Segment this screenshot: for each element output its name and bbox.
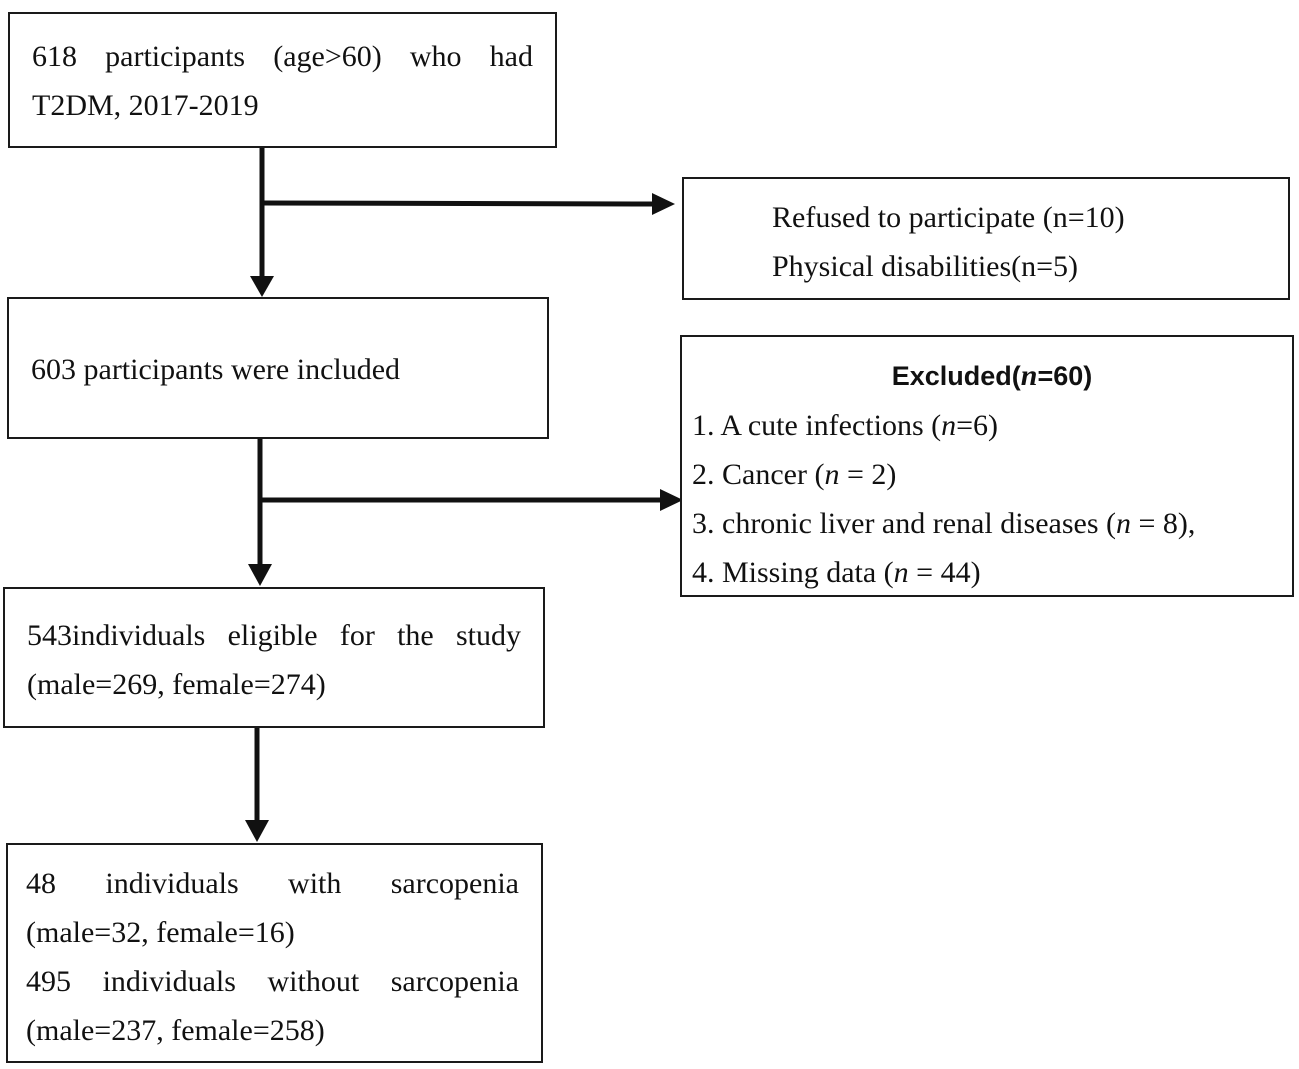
included-line-1: 603 participants were included <box>31 353 401 386</box>
eligible-line-2: (male=269, female=274) <box>27 668 326 701</box>
start-line-2: T2DM, 2017-2019 <box>32 89 259 122</box>
excluded-box: Excluded(n=60) 1. A cute infections (n=6… <box>680 335 1294 597</box>
final-box: 48 individuals with sarcopenia (male=32,… <box>6 843 543 1063</box>
final-line-2: (male=32, female=16) <box>26 916 295 949</box>
refused-line-1: Refused to participate (n=10) <box>772 201 1125 234</box>
excluded-item-4: 4. Missing data (n = 44) <box>692 556 981 589</box>
arrowhead-final <box>245 820 269 842</box>
refused-box: Refused to participate (n=10) Physical d… <box>682 177 1290 300</box>
final-line-4: (male=237, female=258) <box>26 1014 325 1047</box>
branch-to-refused <box>261 200 656 207</box>
included-box: 603 participants were included <box>7 297 549 439</box>
arrowhead-eligible <box>248 564 272 586</box>
arrowhead-excluded <box>660 489 683 511</box>
eligible-line-1: 543individuals eligible for the study <box>27 619 521 652</box>
final-line-3: 495 individuals without sarcopenia <box>26 965 519 998</box>
start-line-1: 618 participants (age>60) who had <box>32 40 533 73</box>
start-box: 618 participants (age>60) who had T2DM, … <box>8 12 557 148</box>
refused-line-2: Physical disabilities(n=5) <box>772 250 1079 283</box>
eligible-box: 543individuals eligible for the study (m… <box>3 587 545 728</box>
final-line-1: 48 individuals with sarcopenia <box>26 867 519 900</box>
excluded-title: Excluded(n=60) <box>891 359 1093 392</box>
excluded-item-2: 2. Cancer (n = 2) <box>692 458 897 491</box>
excluded-item-3: 3. chronic liver and renal diseases (n =… <box>692 507 1196 540</box>
arrowhead-included <box>250 276 274 297</box>
arrowhead-refused <box>652 193 675 215</box>
excluded-item-1: 1. A cute infections (n=6) <box>692 409 999 442</box>
